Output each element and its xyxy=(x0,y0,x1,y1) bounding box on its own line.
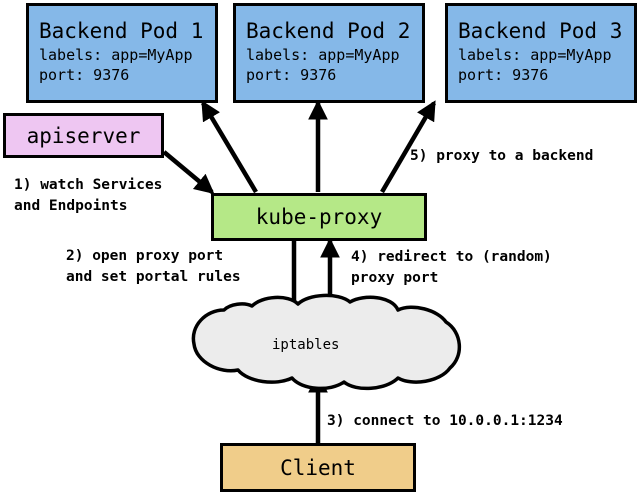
pod-3-labels: labels: app=MyApp xyxy=(458,45,612,64)
pod-1-title: Backend Pod 1 xyxy=(39,18,204,43)
client-label: Client xyxy=(280,455,356,480)
apiserver-node: apiserver xyxy=(3,113,164,158)
pod-3-title: Backend Pod 3 xyxy=(458,18,623,43)
kube-proxy-node: kube-proxy xyxy=(211,193,427,241)
edge-kubeproxy-to-pod1 xyxy=(201,100,258,194)
pod-1-port: port: 9376 xyxy=(39,66,130,85)
step-1-label: 1) watch Services and Endpoints xyxy=(14,177,163,214)
pod-2-port: port: 9376 xyxy=(246,66,337,85)
backend-pod-2: Backend Pod 2 labels: app=MyApp port: 93… xyxy=(233,3,425,103)
iptables-label: iptables xyxy=(272,337,340,353)
step-5-label: 5) proxy to a backend xyxy=(410,148,594,164)
pod-3-port: port: 9376 xyxy=(458,66,549,85)
client-node: Client xyxy=(220,443,416,492)
apiserver-label: apiserver xyxy=(26,123,141,148)
pod-2-labels: labels: app=MyApp xyxy=(246,45,400,64)
pod-2-title: Backend Pod 2 xyxy=(246,18,411,43)
pod-1-labels: labels: app=MyApp xyxy=(39,45,193,64)
backend-pod-3: Backend Pod 3 labels: app=MyApp port: 93… xyxy=(445,3,637,103)
step-2-label: 2) open proxy port and set portal rules xyxy=(66,248,241,285)
edge-apiserver-to-kubeproxy xyxy=(162,150,215,195)
step-4-label: 4) redirect to (random) proxy port xyxy=(351,249,552,286)
step-3-label: 3) connect to 10.0.0.1:1234 xyxy=(327,413,563,429)
backend-pod-1: Backend Pod 1 labels: app=MyApp port: 93… xyxy=(26,3,218,103)
kube-proxy-label: kube-proxy xyxy=(255,205,383,229)
